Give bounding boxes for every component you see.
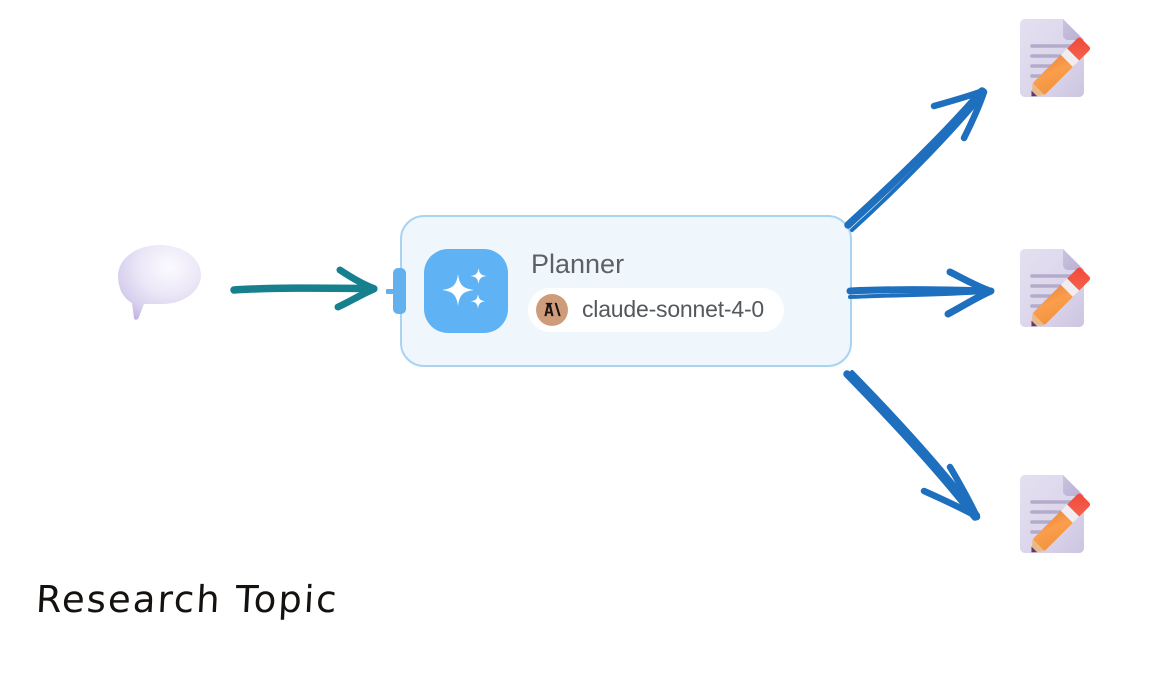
anthropic-glyph-icon <box>543 303 561 317</box>
planner-model-name: claude-sonnet-4-0 <box>582 296 764 323</box>
target-node-task-1[interactable]: Task 1 <box>1008 14 1166 104</box>
planner-body: Planner claude-sonnet-4-0 <box>528 249 850 332</box>
target-node-task-2[interactable]: Task 2 <box>1008 244 1166 334</box>
output-edge-arrow-task-1[interactable] <box>838 60 1018 240</box>
speech-balloon-icon <box>118 245 201 320</box>
planner-input-handle[interactable] <box>393 268 406 314</box>
input-edge-arrow[interactable] <box>228 258 388 320</box>
anthropic-logo-icon <box>536 293 568 326</box>
planner-avatar <box>424 249 508 333</box>
output-edge-arrow-task-2[interactable] <box>846 256 1006 336</box>
memo-icon <box>1020 19 1091 97</box>
source-node[interactable]: Research Topic <box>18 238 340 621</box>
planner-input-handle-stub <box>386 288 394 294</box>
source-node-label: Research Topic <box>34 578 340 621</box>
sparkles-icon <box>442 268 487 309</box>
planner-title: Planner <box>531 249 625 280</box>
output-edge-arrow-task-3[interactable] <box>830 352 1020 542</box>
target-node-task-3[interactable]: Task 3 <box>1008 470 1166 560</box>
planner-model-selector[interactable]: claude-sonnet-4-0 <box>528 287 784 332</box>
planner-node[interactable]: Planner claude-sonnet-4-0 <box>386 215 852 367</box>
memo-icon <box>1020 249 1091 327</box>
memo-icon <box>1020 475 1091 553</box>
